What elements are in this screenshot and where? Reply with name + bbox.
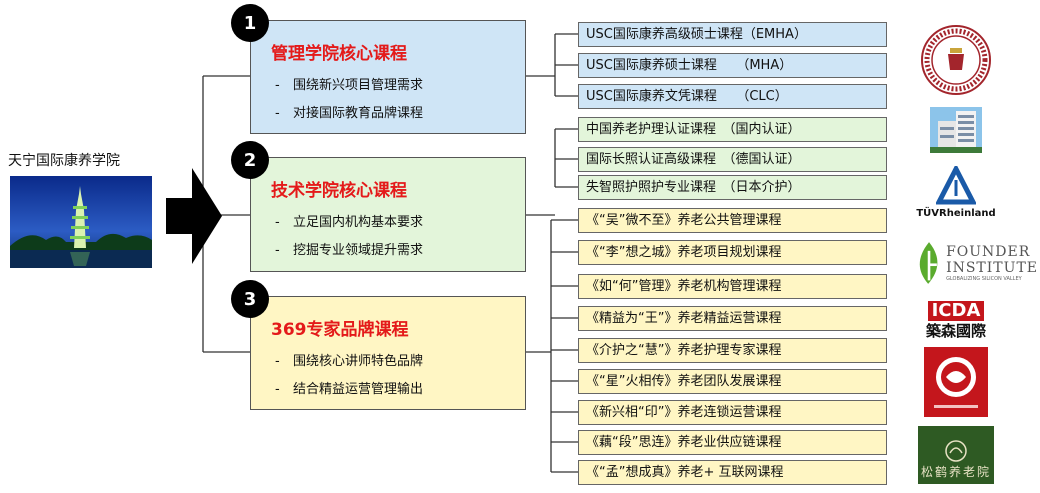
category-title: 369专家品牌课程 (271, 320, 409, 340)
category-point: -挖掘专业领域提升需求 (275, 243, 424, 258)
leaf-icon (919, 242, 938, 284)
course-item: 《如“何”管理》养老机构管理课程 (578, 274, 887, 299)
course-item: 《“李”想之城》养老项目规划课程 (578, 240, 887, 265)
course-item: USC国际康养硕士课程 （MHA） (578, 53, 887, 78)
school-tower-photo (10, 176, 152, 268)
course-item: 《新兴相“印”》养老连锁运营课程 (578, 400, 887, 425)
category-box-management: 管理学院核心课程 -围绕新兴项目管理需求 -对接国际教育品牌课程 (250, 20, 526, 134)
founder-tagline: GLOBALIZING SILICON VALLEY (946, 276, 1022, 282)
category-point: -立足国内机构基本要求 (275, 215, 424, 230)
course-item: 失智照护照护专业课程 （日本介护） (578, 175, 887, 200)
tuv-logo-text: TÜVRheinland (916, 207, 996, 219)
songhe-text: 松鹤养老院 (920, 465, 991, 479)
founder-line2: INSTITUTE (946, 260, 1038, 276)
campus-building-photo (918, 106, 994, 154)
course-item: 中国养老护理认证课程 （国内认证） (578, 117, 887, 142)
category-title: 技术学院核心课程 (271, 181, 407, 201)
category-point: -围绕新兴项目管理需求 (275, 78, 424, 93)
icda-text: ICDA (927, 301, 985, 321)
category-box-technical: 技术学院核心课程 -立足国内机构基本要求 -挖掘专业领域提升需求 (250, 157, 526, 272)
category-box-expert-brand: 369专家品牌课程 -围绕核心讲师特色品牌 -结合精益运营管理输出 (250, 296, 526, 410)
course-item: 《“吴”微不至》养老公共管理课程 (578, 208, 887, 233)
right-arrow-icon (166, 168, 222, 264)
icda-chinese-text: 築森國際 (925, 322, 986, 340)
category-point: -对接国际教育品牌课程 (275, 106, 424, 121)
crane-emblem-icon (945, 440, 967, 462)
course-item: 《介护之“慧”》养老护理专家课程 (578, 338, 887, 363)
usc-seal-logo (918, 20, 994, 100)
course-item: 国际长照认证高级课程 （德国认证） (578, 147, 887, 172)
course-item: 《“星”火相传》养老团队发展课程 (578, 369, 887, 394)
songhe-nursing-home-logo: 松鹤养老院 (918, 424, 994, 486)
course-item: USC国际康养文凭课程 （CLC） (578, 84, 887, 109)
founder-institute-logo: FOUNDER INSTITUTE GLOBALIZING SILICON VA… (916, 232, 1038, 294)
red-emblem-logo (918, 346, 994, 418)
course-item: 《精益为“王”》养老精益运营课程 (578, 306, 887, 331)
category-title: 管理学院核心课程 (271, 44, 407, 64)
category-number-badge: 1 (231, 4, 269, 42)
course-item: 《“孟”想成真》养老+ 互联网课程 (578, 460, 887, 485)
category-point: -围绕核心讲师特色品牌 (275, 354, 424, 369)
school-name: 天宁国际康养学院 (8, 153, 120, 169)
course-item: 《藕“段”思连》养老业供应链课程 (578, 430, 887, 455)
icda-logo: ICDA 築森國際 (918, 298, 994, 344)
category-point: -结合精益运营管理输出 (275, 382, 424, 397)
tuv-triangle-icon (936, 165, 976, 204)
course-item: USC国际康养高级硕士课程（EMHA） (578, 22, 887, 47)
tuv-rheinland-logo: TÜVRheinland (916, 158, 996, 226)
founder-line1: FOUNDER (946, 244, 1031, 260)
category-number-badge: 2 (231, 141, 269, 179)
category-number-badge: 3 (231, 280, 269, 318)
